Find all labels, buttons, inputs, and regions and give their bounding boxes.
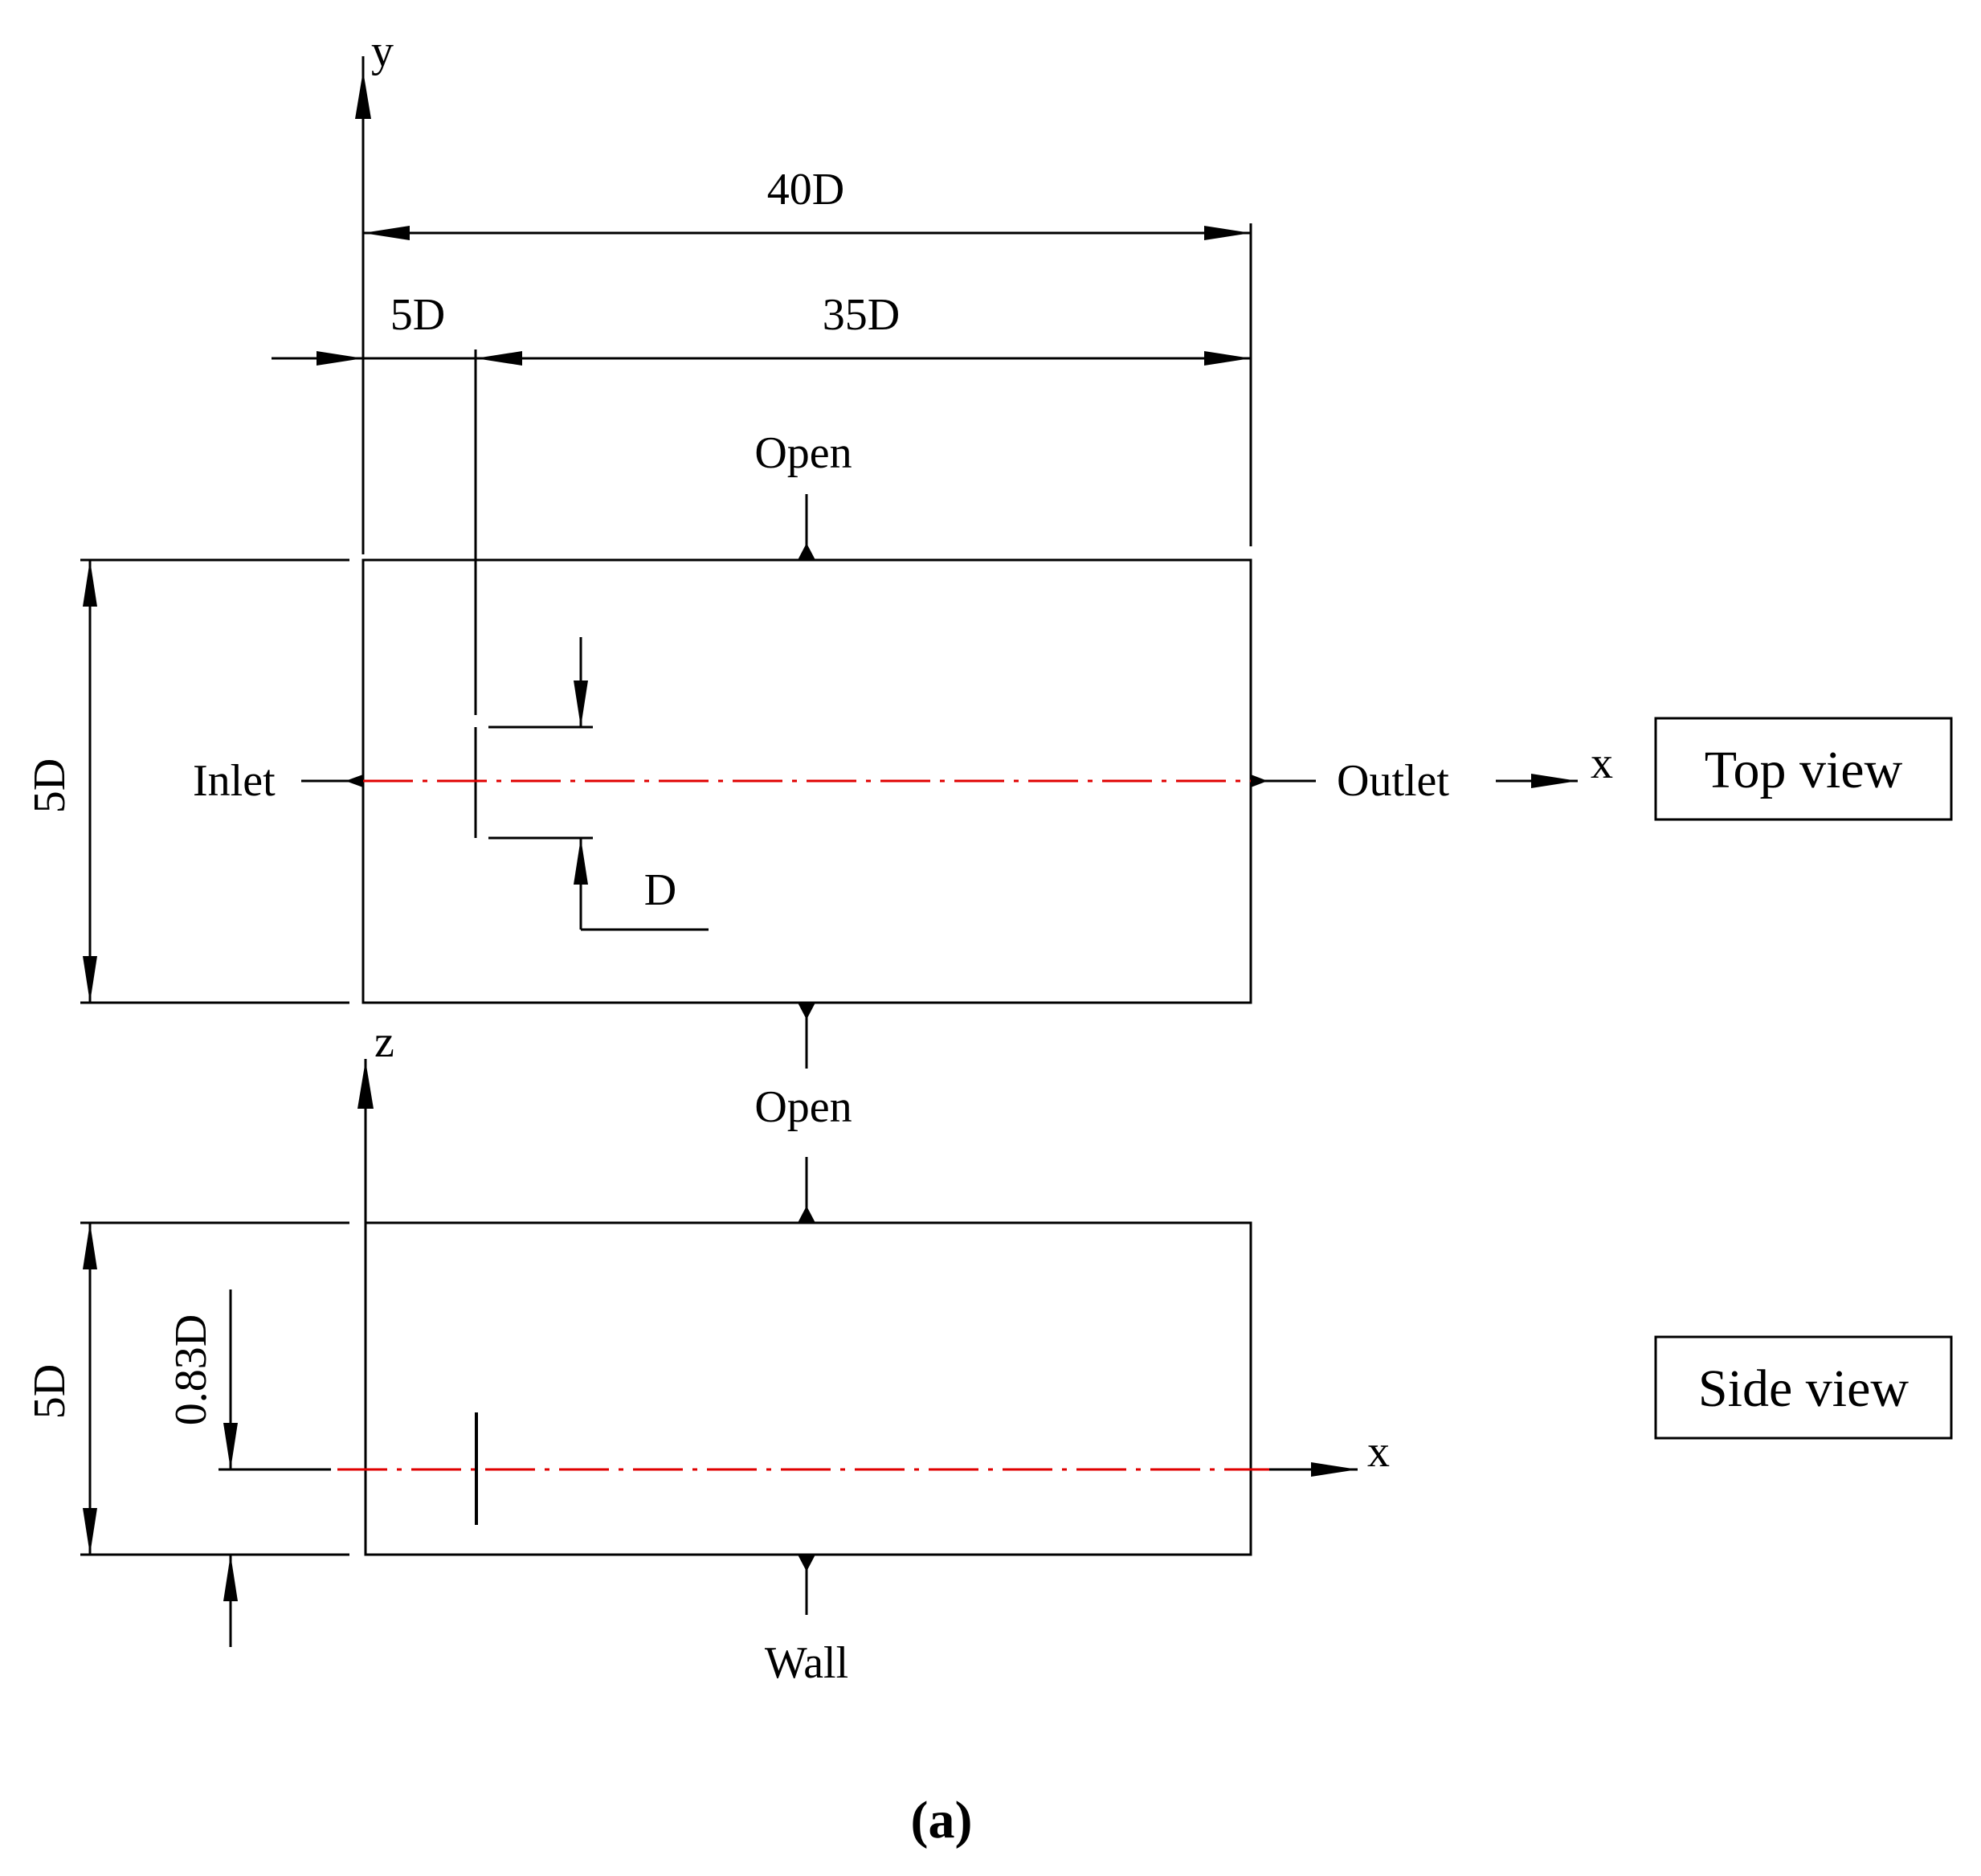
top-height-arrow-upper (83, 560, 97, 607)
top-view-frame (1654, 717, 1953, 821)
inlet-label: Inlet (193, 756, 276, 806)
dim-083d-label: 0.83D (166, 1314, 216, 1425)
top-height-arrow-lower (83, 956, 97, 1003)
x-axis-top-label: x (1591, 738, 1613, 788)
y-axis-label: y (371, 27, 394, 76)
top-view-label: Top view (1705, 741, 1903, 799)
side-height-arrow-upper (83, 1223, 97, 1269)
wall-label: Wall (765, 1638, 848, 1688)
side-view-diagram: z Open 5D 0.83D x Wall (25, 1017, 1390, 1688)
z-axis-label: z (374, 1017, 394, 1067)
outlet-label: Outlet (1337, 756, 1449, 806)
side-view-label: Side view (1698, 1359, 1909, 1418)
z-axis-arrow (357, 1061, 374, 1109)
dim-5d-label: 5D (390, 290, 445, 340)
top-view-diagram: y 40D 5D 35D Open 5D (25, 27, 1613, 1069)
dim-40d-arrow-left (363, 226, 410, 240)
y-axis-arrow (355, 71, 371, 119)
inlet-arrow (345, 775, 363, 787)
figure-caption: (a) (911, 1791, 973, 1849)
top-view-box: Top view (1654, 717, 1953, 821)
side-view-frame (1654, 1335, 1953, 1440)
dim-083d-arrow-upper (223, 1423, 238, 1469)
x-axis-side-label: x (1367, 1427, 1390, 1477)
x-axis-side-arrow (1311, 1462, 1358, 1477)
open-mid-label: Open (754, 1082, 852, 1132)
dim-40d-label: 40D (767, 165, 844, 215)
dim-5d-arrow-left (317, 351, 363, 366)
x-axis-top-arrow (1531, 774, 1578, 788)
top-height-label: 5D (25, 758, 75, 813)
dim-35d-label: 35D (823, 290, 900, 340)
side-height-label: 5D (25, 1364, 75, 1419)
dim-083d-arrow-lower (223, 1555, 238, 1601)
dim-40d-arrow-right (1204, 226, 1251, 240)
dim-35d-arrow-right (1204, 351, 1251, 366)
outlet-arrow (1251, 775, 1268, 787)
side-view-box: Side view (1654, 1335, 1953, 1440)
dim-d-label: D (644, 865, 676, 915)
dim-d-arrow-upper (574, 681, 588, 727)
open-mid-arrow (798, 1003, 815, 1020)
wall-arrow (798, 1555, 815, 1572)
open-top-label: Open (754, 428, 852, 478)
open-side-arrow (798, 1206, 815, 1223)
open-top-arrow (798, 543, 815, 560)
side-height-arrow-lower (83, 1508, 97, 1555)
dim-35d-arrow-left (476, 351, 522, 366)
side-domain-box (364, 1221, 1252, 1556)
dim-d-arrow-lower (574, 838, 588, 885)
